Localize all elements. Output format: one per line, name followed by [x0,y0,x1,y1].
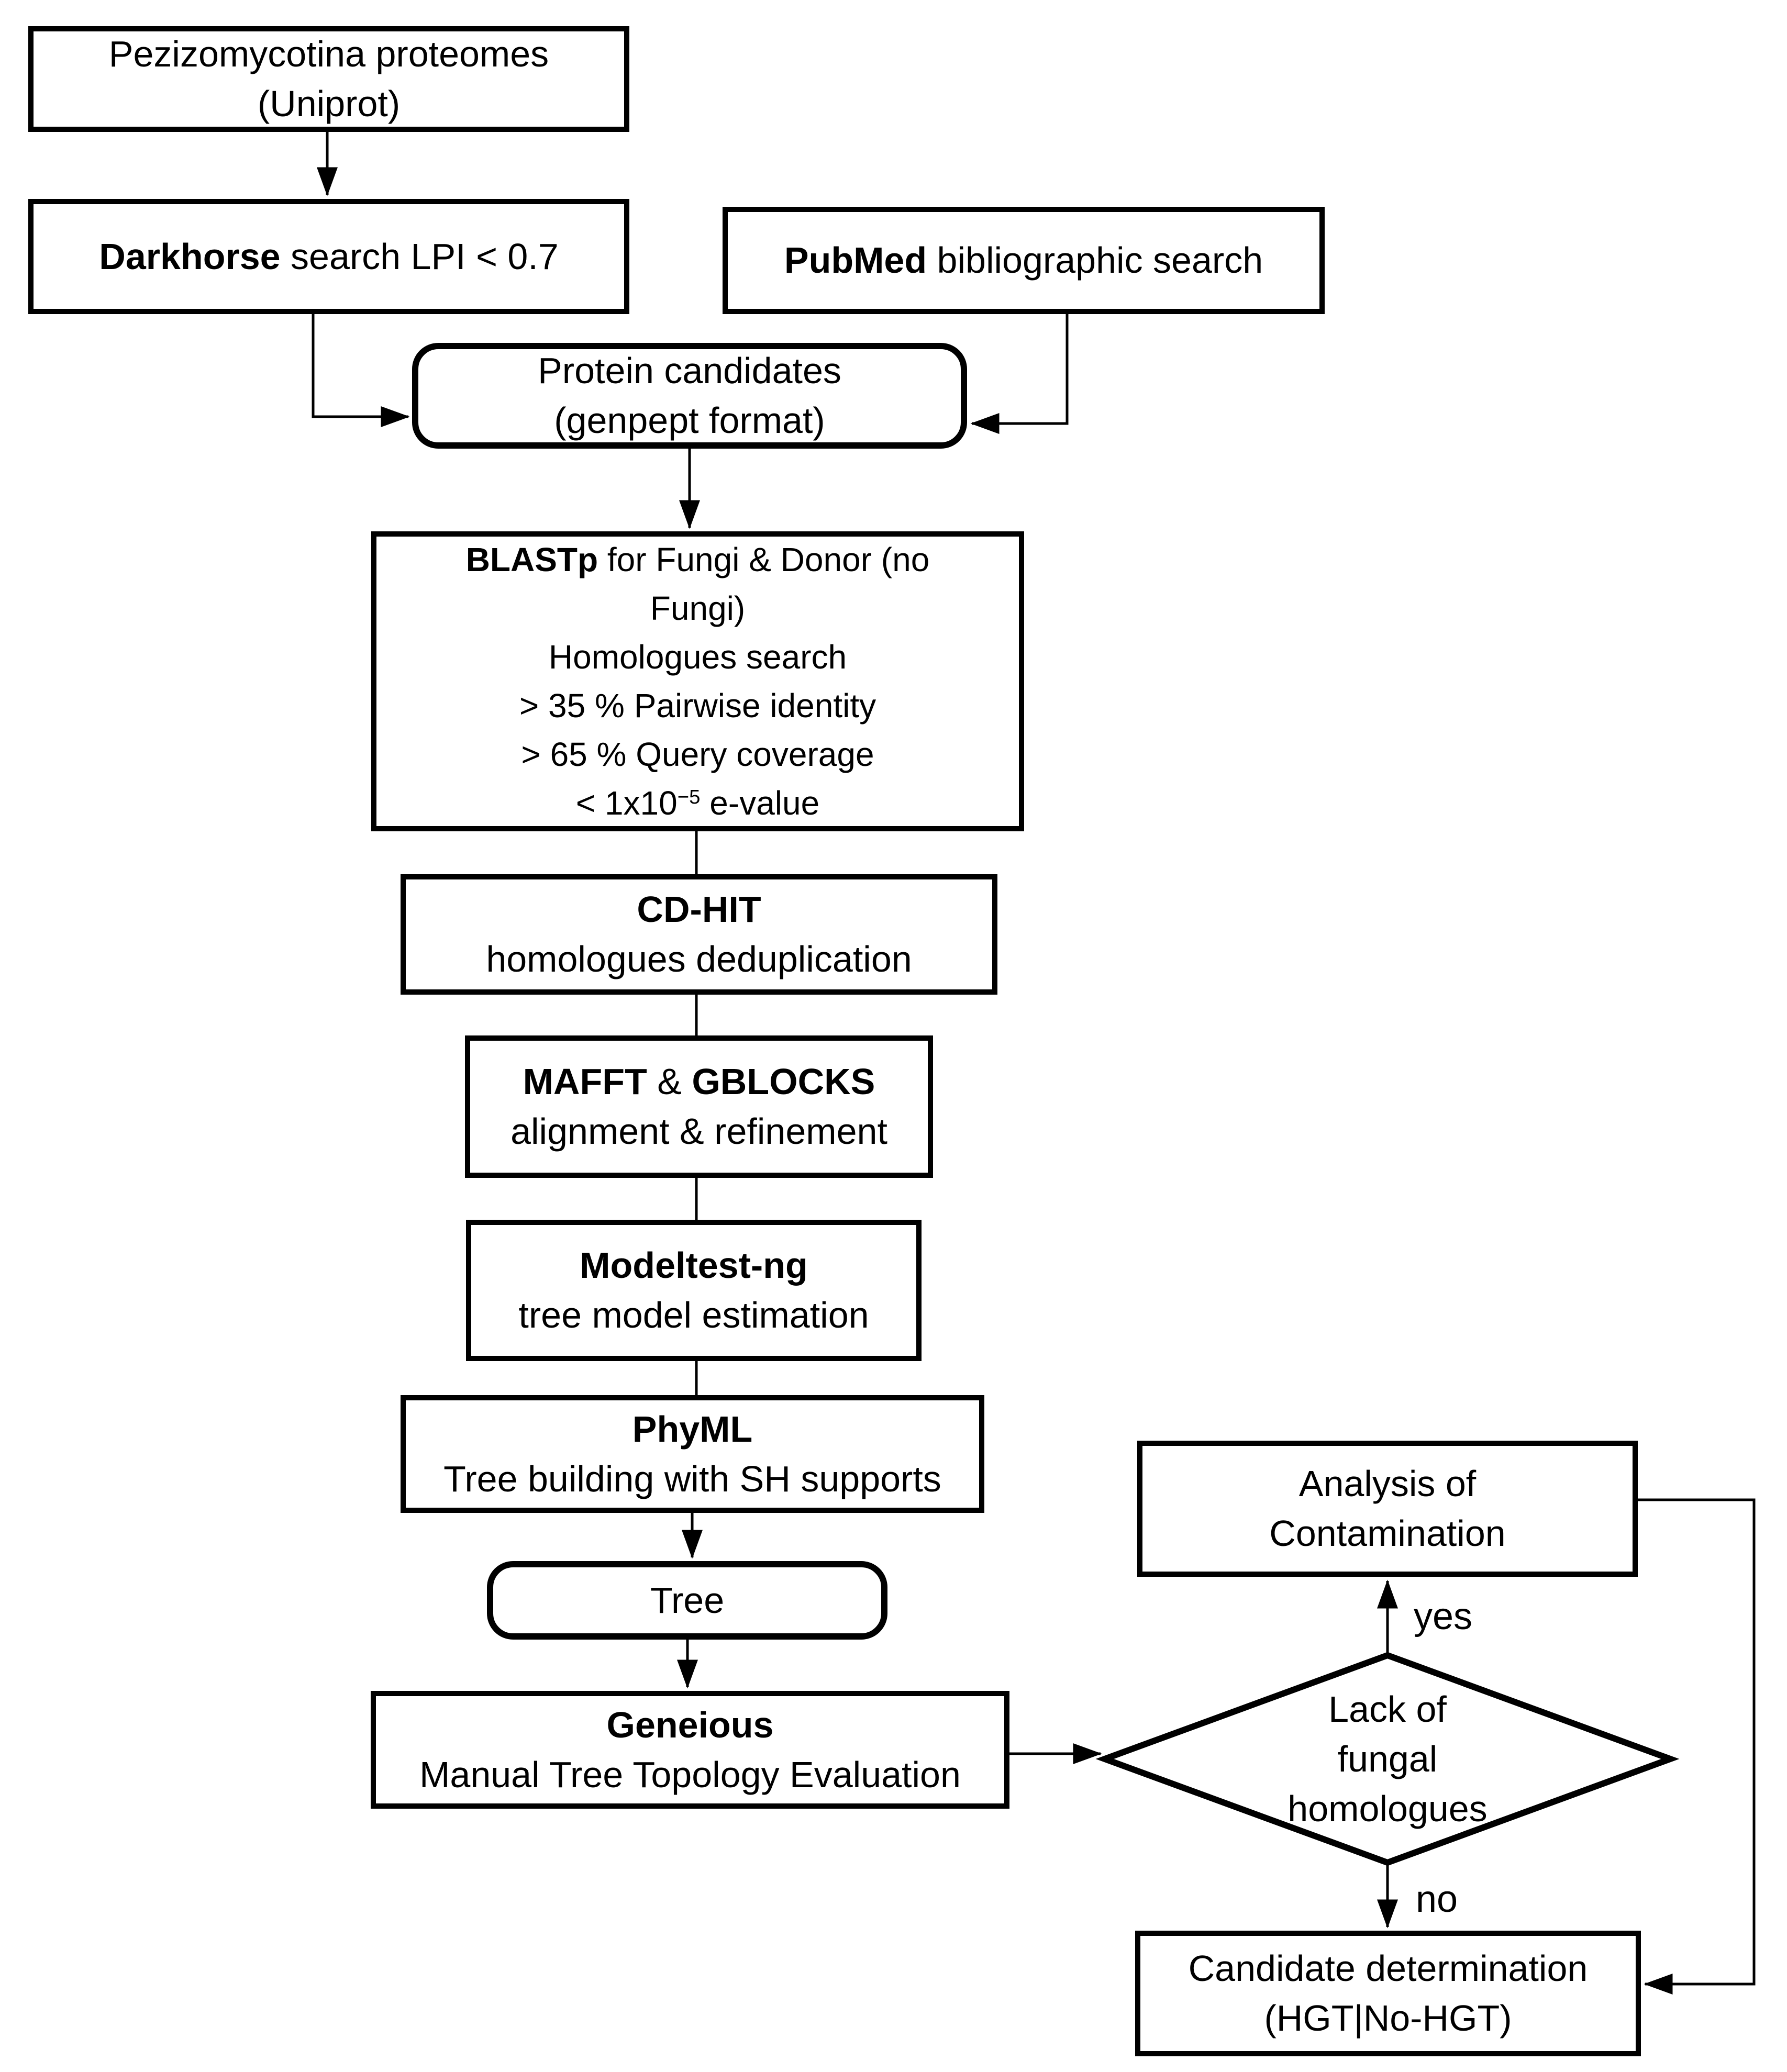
arrow-darkhorse-to-protein-candidates [312,314,410,427]
tool-name: Modeltest-ng [580,1245,808,1286]
node-text-line: fungal [1337,1738,1438,1779]
node-modeltest-ng: Modeltest-ng tree model estimation [466,1220,922,1361]
node-text-line: Fungi) [650,589,746,627]
node-text-line: < 1x10−5 e-value [576,779,819,828]
node-pubmed-search: PubMed bibliographic search [723,207,1325,314]
node-geneious-topology-evaluation: Geneious Manual Tree Topology Evaluation [371,1691,1009,1809]
node-text-line: Tree [650,1579,725,1621]
node-protein-candidates: Protein candidates (genpept format) [412,343,967,449]
node-text-line: Tree building with SH supports [443,1458,941,1499]
node-text-line: Darkhorse search LPI < 0.7 [99,232,558,282]
node-text: e-value [700,784,820,822]
node-text: search LPI < 0.7 [280,236,559,277]
tool-name: PhyML [632,1408,753,1450]
node-text-line: Homologues search [548,638,847,676]
node-text-line: Pezizomycotina proteomes [108,34,549,74]
node-text-line: BLASTp for Fungi & Donor (no [466,536,930,584]
tool-name: BLASTp [465,540,598,578]
node-text-line: Protein candidates [538,350,841,391]
tool-name: PubMed [784,240,927,281]
node-text-line: (HGT|No-HGT) [1264,1998,1512,2038]
node-pezizomycotina-proteomes: Pezizomycotina proteomes (Uniprot) [28,26,629,132]
node-blastp-homologues-search: BLASTp for Fungi & Donor (no Fungi) Homo… [371,531,1024,831]
tool-name: CD-HIT [637,889,761,930]
node-tree: Tree [487,1561,887,1640]
evalue-exponent: −5 [677,785,701,808]
node-text-line: > 65 % Query coverage [521,735,874,773]
node-darkhorse-search: Darkhorse search LPI < 0.7 [28,199,629,314]
tool-name: Darkhorse [99,236,281,277]
edge-label-no: no [1416,1878,1458,1920]
tool-name: GBLOCKS [692,1061,875,1102]
node-text-line: (Uniprot) [257,83,401,124]
node-text: for Fungi & Donor (no [598,540,930,578]
node-text-line: Analysis of [1298,1463,1477,1504]
node-analysis-of-contamination: Analysis of Contamination [1137,1441,1638,1577]
node-text-line: Manual Tree Topology Evaluation [419,1754,961,1795]
node-text-line: alignment & refinement [510,1111,887,1152]
node-text-line: Candidate determination [1188,1948,1588,1989]
arrow-analysis-loop-to-candidate [1638,1498,1756,1995]
node-phyml-tree-building: PhyML Tree building with SH supports [401,1395,984,1513]
node-text-line: homologues deduplication [486,939,912,979]
node-cdhit-deduplication: CD-HIT homologues deduplication [401,874,997,995]
decision-diamond [1095,1652,1680,1866]
tool-name: Geneious [606,1704,774,1745]
node-text-line: PubMed bibliographic search [784,236,1263,285]
edge-label-yes: yes [1414,1596,1473,1637]
decision-label-lack-of-fungal-homologues: Lack of fungal homologues [1178,1683,1597,1835]
node-text-line: (genpept format) [554,400,825,441]
node-text-line: MAFFT & GBLOCKS [523,1057,875,1107]
node-candidate-determination: Candidate determination (HGT|No-HGT) [1135,1931,1641,2056]
node-text: bibliographic search [927,240,1263,281]
node-text: < 1x10 [575,784,678,822]
node-text-line: > 35 % Pairwise identity [519,686,876,725]
arrow-pubmed-to-protein-candidates [970,314,1069,434]
node-text-line: homologues [1287,1788,1488,1829]
tool-name: MAFFT [523,1061,647,1102]
node-mafft-gblocks-alignment: MAFFT & GBLOCKS alignment & refinement [465,1035,933,1178]
node-text-line: Contamination [1269,1513,1506,1554]
node-text-line: Lack of [1328,1688,1447,1730]
node-text: & [647,1061,692,1102]
node-text-line: tree model estimation [518,1295,869,1335]
